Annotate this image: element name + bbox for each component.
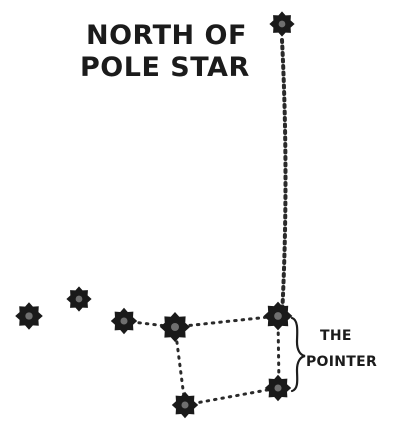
title-line-1: NORTH OF bbox=[86, 20, 247, 51]
curly-brace-icon bbox=[292, 318, 305, 391]
bowl-bottom-edge bbox=[185, 388, 278, 405]
handle-star-3-icon bbox=[111, 308, 137, 334]
bowl-star-bottom-left-icon bbox=[172, 392, 198, 418]
title-line-2: POLE STAR bbox=[80, 52, 250, 83]
bowl-top-edge bbox=[175, 316, 278, 327]
pointer-label-line-2: POINTER bbox=[306, 354, 377, 370]
handle-star-2-icon bbox=[66, 286, 91, 311]
pointer-star-bottom-icon bbox=[265, 375, 291, 401]
pointer-label-line-1: THE bbox=[320, 328, 352, 344]
pointer-line-to-pole-star bbox=[282, 40, 286, 316]
pole-star-icon bbox=[269, 11, 294, 36]
constellation-lines bbox=[124, 40, 286, 405]
pointer-star-top-icon bbox=[264, 302, 293, 331]
handle-star-1-icon bbox=[15, 302, 43, 330]
bowl-star-top-left-icon bbox=[160, 312, 190, 342]
